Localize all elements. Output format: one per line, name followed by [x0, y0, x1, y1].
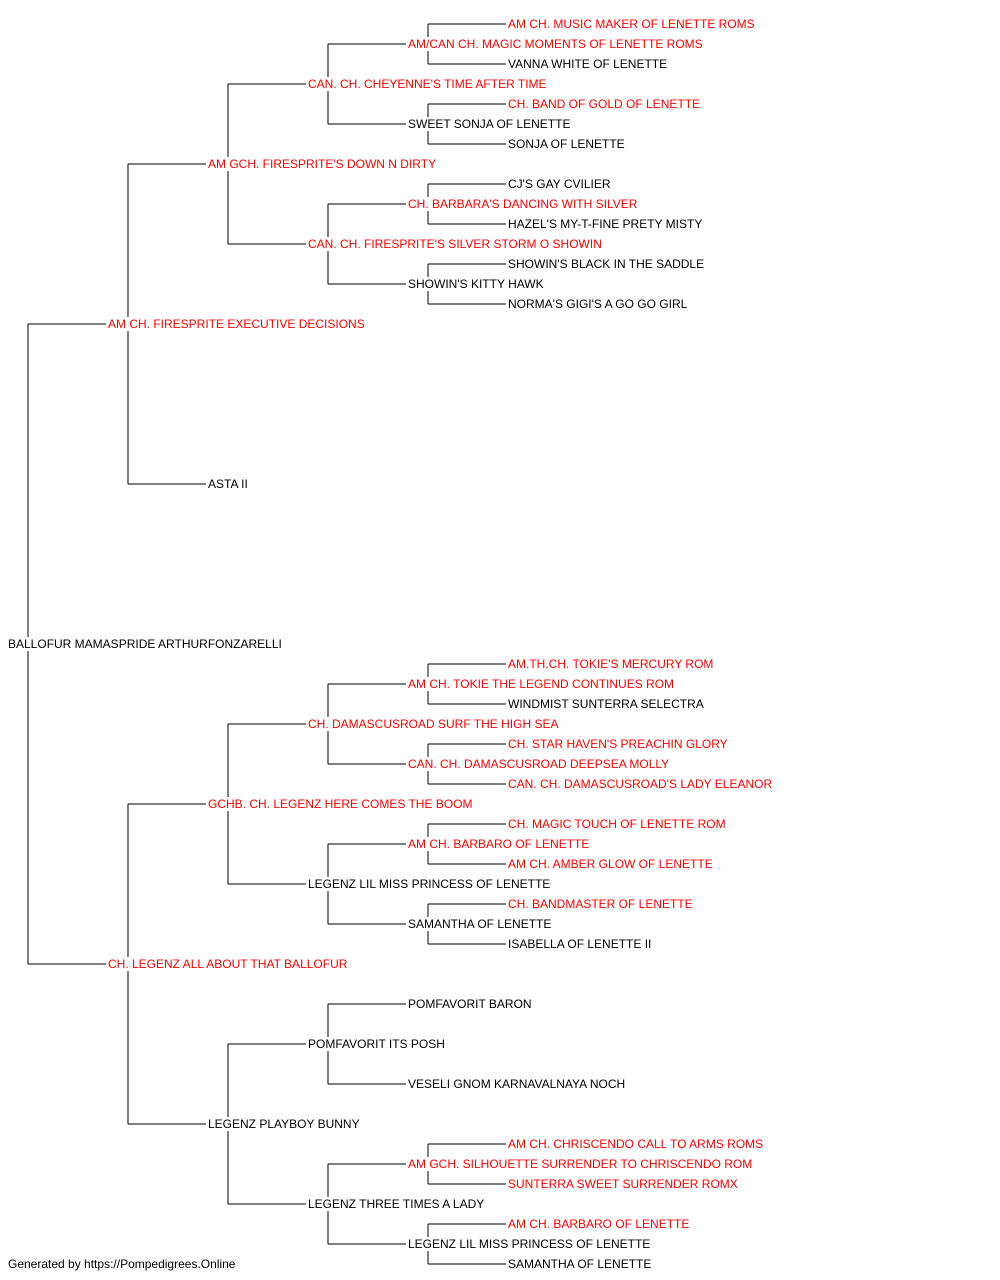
ancestor-name: VANNA WHITE OF LENETTE [507, 57, 669, 71]
ancestor-name: SONJA OF LENETTE [507, 137, 626, 151]
ancestor-name: AM CH. CHRISCENDO CALL TO ARMS ROMS [507, 1137, 765, 1151]
ancestor-name: LEGENZ THREE TIMES A LADY [307, 1197, 486, 1211]
ancestor-name: CH. DAMASCUSROAD SURF THE HIGH SEA [307, 717, 560, 731]
ancestor-name: LEGENZ LIL MISS PRINCESS OF LENETTE [407, 1237, 652, 1251]
ancestor-name: CH. BAND OF GOLD OF LENETTE [507, 97, 702, 111]
ancestor-name: VESELI GNOM KARNAVALNAYA NOCH [407, 1077, 627, 1091]
ancestor-name: CAN. CH. FIRESPRITE'S SILVER STORM O SHO… [307, 237, 603, 251]
ancestor-name: AM GCH. FIRESPRITE'S DOWN N DIRTY [207, 157, 438, 171]
ancestor-name: LEGENZ PLAYBOY BUNNY [207, 1117, 361, 1131]
ancestor-name: CH. STAR HAVEN'S PREACHIN GLORY [507, 737, 729, 751]
ancestor-name: AM CH. BARBARO OF LENETTE [507, 1217, 691, 1231]
ancestor-name: AM.TH.CH. TOKIE'S MERCURY ROM [507, 657, 715, 671]
ancestor-name: SHOWIN'S KITTY HAWK [407, 277, 545, 291]
ancestor-name: CH. BANDMASTER OF LENETTE [507, 897, 694, 911]
ancestor-name: CH. LEGENZ ALL ABOUT THAT BALLOFUR [107, 957, 349, 971]
ancestor-name: CH. BARBARA'S DANCING WITH SILVER [407, 197, 639, 211]
ancestor-name: AM CH. MUSIC MAKER OF LENETTE ROMS [507, 17, 756, 31]
ancestor-name: AM GCH. SILHOUETTE SURRENDER TO CHRISCEN… [407, 1157, 754, 1171]
ancestor-name: AM CH. TOKIE THE LEGEND CONTINUES ROM [407, 677, 676, 691]
ancestor-name: SAMANTHA OF LENETTE [407, 917, 553, 931]
subject-dog-name: BALLOFUR MAMASPRIDE ARTHURFONZARELLI [7, 637, 283, 651]
footer-credit: Generated by https://Pompedigrees.Online [8, 1257, 236, 1271]
ancestor-name: AM CH. AMBER GLOW OF LENETTE [507, 857, 714, 871]
ancestor-name: CJ'S GAY CVILIER [507, 177, 612, 191]
ancestor-name: SAMANTHA OF LENETTE [507, 1257, 653, 1271]
ancestor-name: CAN. CH. CHEYENNE'S TIME AFTER TIME [307, 77, 548, 91]
ancestor-name: SWEET SONJA OF LENETTE [407, 117, 572, 131]
ancestor-name: LEGENZ LIL MISS PRINCESS OF LENETTE [307, 877, 552, 891]
ancestor-name: HAZEL'S MY-T-FINE PRETY MISTY [507, 217, 704, 231]
ancestor-name: NORMA'S GIGI'S A GO GO GIRL [507, 297, 689, 311]
ancestor-name: AM CH. BARBARO OF LENETTE [407, 837, 591, 851]
ancestor-name: AM CH. FIRESPRITE EXECUTIVE DECISIONS [107, 317, 366, 331]
ancestor-name: SHOWIN'S BLACK IN THE SADDLE [507, 257, 706, 271]
ancestor-name: CAN. CH. DAMASCUSROAD DEEPSEA MOLLY [407, 757, 671, 771]
ancestor-name: SUNTERRA SWEET SURRENDER ROMX [507, 1177, 739, 1191]
ancestor-name: CAN. CH. DAMASCUSROAD'S LADY ELEANOR [507, 777, 774, 791]
ancestor-name: CH. MAGIC TOUCH OF LENETTE ROM [507, 817, 727, 831]
ancestor-name: WINDMIST SUNTERRA SELECTRA [507, 697, 705, 711]
ancestor-name: GCHB. CH. LEGENZ HERE COMES THE BOOM [207, 797, 474, 811]
ancestor-name: POMFAVORIT ITS POSH [307, 1037, 446, 1051]
ancestor-name: AM/CAN CH. MAGIC MOMENTS OF LENETTE ROMS [407, 37, 704, 51]
ancestor-name: ASTA II [207, 477, 249, 491]
ancestor-name: ISABELLA OF LENETTE II [507, 937, 653, 951]
ancestor-name: POMFAVORIT BARON [407, 997, 533, 1011]
